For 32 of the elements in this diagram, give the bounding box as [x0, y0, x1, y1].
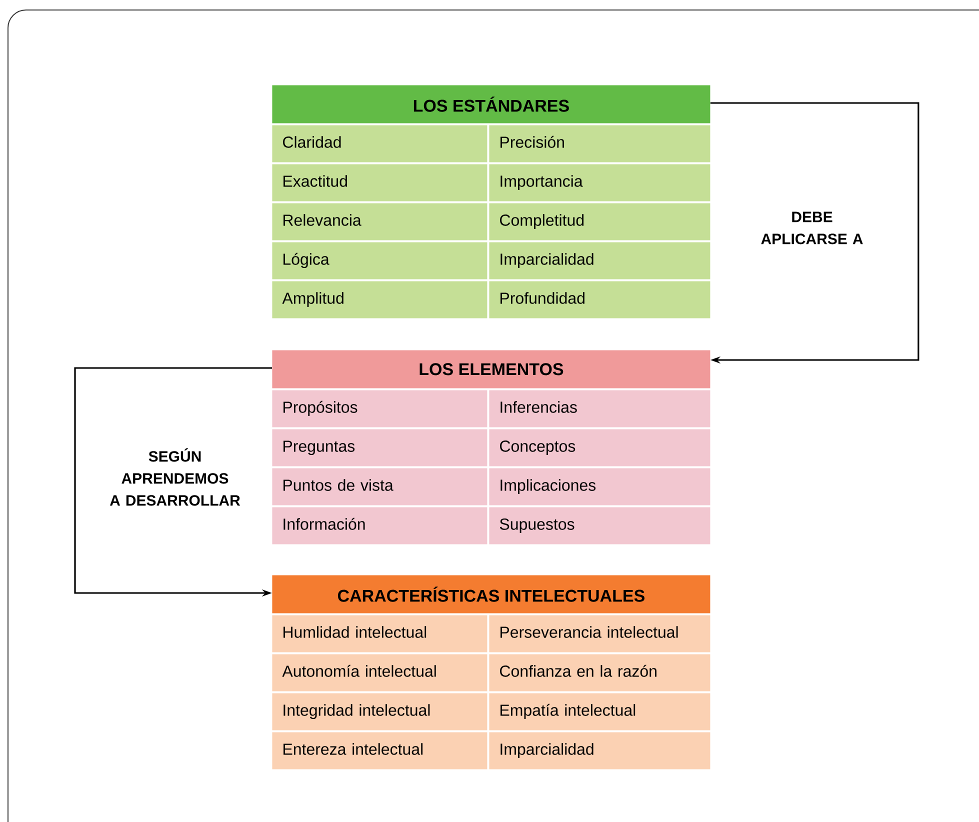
table-header: LOS ESTÁNDARES	[272, 85, 710, 124]
edge-label: DEBE APLICARSE A	[761, 212, 863, 244]
table-header: LOS ELEMENTOS	[272, 350, 710, 388]
table-cell: Amplitud	[272, 281, 488, 318]
table-cell: Perseverancia intelectual	[489, 615, 710, 652]
table-cell: Información	[272, 507, 488, 544]
table-cell: Relevancia	[272, 203, 488, 240]
table-cell: Completitud	[489, 203, 710, 240]
table-cell: Propósitos	[272, 390, 488, 428]
table-cell: Empatía intelectual	[489, 693, 710, 730]
table-cell: Conceptos	[489, 429, 710, 466]
table-cell: Imparcialidad	[489, 242, 710, 280]
table-cell: Integridad intelectual	[272, 693, 488, 730]
table-cell: Implicaciones	[489, 468, 710, 506]
arrow	[710, 102, 920, 364]
table-cell: Preguntas	[272, 429, 488, 466]
table-cell: Lógica	[272, 242, 488, 280]
edge-label: SEGÚN APRENDEMOS A DESARROLLAR	[110, 448, 240, 506]
table-cell: Profundidad	[489, 281, 710, 318]
table-cell: Precisión	[489, 125, 710, 162]
table-cell: Inferencias	[489, 390, 710, 428]
table-cell: Claridad	[272, 125, 488, 162]
table-cell: Supuestos	[489, 507, 710, 544]
table-cell: Humlidad intelectual	[272, 615, 488, 652]
table-cell: Importancia	[489, 164, 710, 202]
table-cell: Entereza intelectual	[272, 732, 488, 770]
table-cell: Autonomía intelectual	[272, 654, 488, 692]
table-cell: Confianza en la razón	[489, 654, 710, 692]
table-cell: Imparcialidad	[489, 732, 710, 770]
table-header: CARACTERÍSTICAS INTELECTUALES	[272, 575, 710, 614]
table-cell: Puntos de vista	[272, 468, 488, 506]
table-cell: Exactitud	[272, 164, 488, 202]
